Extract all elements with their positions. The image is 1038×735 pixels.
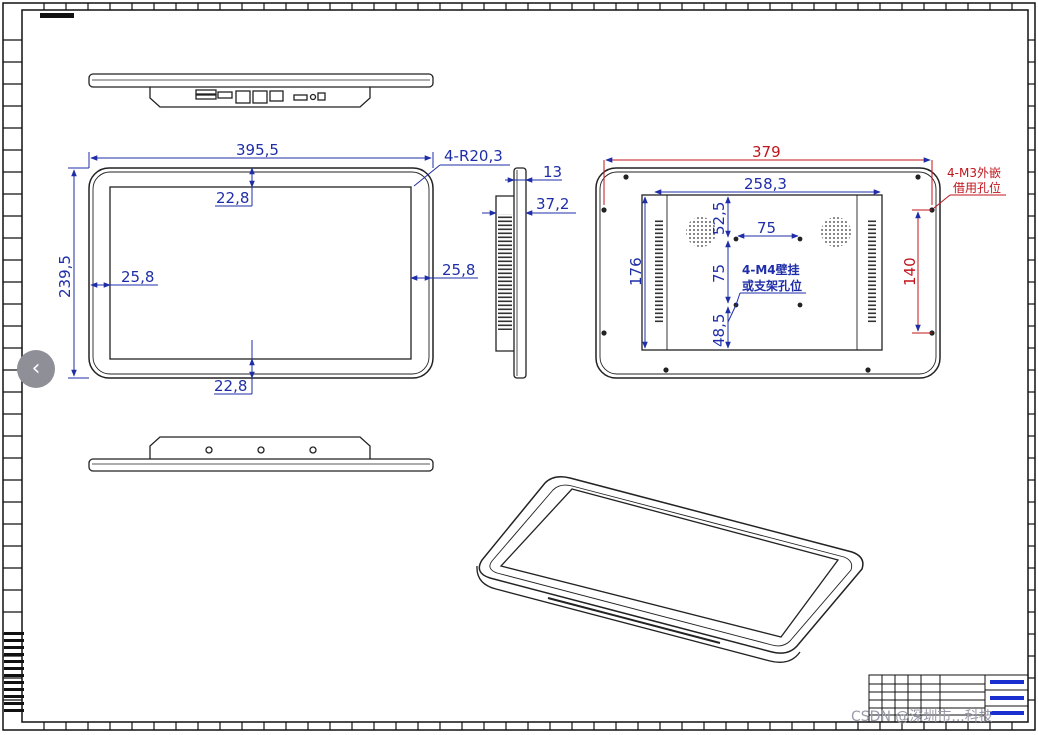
isometric-view: [476, 476, 864, 663]
dim-vesa-bottom-offset: 48,5: [710, 314, 728, 347]
revision-blocks: [4, 632, 24, 712]
dim-vesa-horizontal: 75: [757, 219, 776, 237]
dim-rear-hole-spacing: 140: [901, 257, 919, 286]
dim-vesa-top-offset: 52,5: [710, 202, 728, 235]
prev-image-button[interactable]: ‹: [17, 350, 55, 388]
note-m3-line1: 4-M3外嵌: [947, 166, 1001, 180]
rear-dimension-lines: [642, 189, 881, 349]
side-dimension-lines: [482, 177, 576, 216]
note-m3-line2: 借用孔位: [953, 180, 1001, 195]
dim-side-depth: 37,2: [536, 195, 569, 213]
note-vesa-line2: 或支架孔位: [742, 278, 802, 293]
dim-front-height: 239,5: [56, 255, 74, 298]
dim-rear-inner-width: 258,3: [744, 175, 787, 193]
dim-front-width: 395,5: [236, 141, 279, 159]
title-block: [868, 674, 1029, 723]
front-view: [88, 167, 434, 379]
dim-corner-radius: 4-R20,3: [444, 147, 503, 165]
side-view: [495, 167, 527, 379]
chevron-left-icon: ‹: [31, 356, 41, 381]
frame-corner-mark: [40, 13, 74, 18]
dim-bezel-right: 25,8: [442, 261, 475, 279]
rear-red-dimension-lines: [603, 157, 1006, 334]
top-view: [88, 73, 434, 108]
watermark: CSDN @深圳市...科技: [851, 708, 993, 725]
dim-bezel-left: 25,8: [121, 268, 154, 286]
dim-bezel-top: 22,8: [216, 189, 249, 207]
rear-view: [595, 167, 941, 379]
dim-side-thickness: 13: [543, 163, 562, 181]
frame-ticks: [3, 3, 1035, 730]
dim-bezel-bottom: 22,8: [214, 377, 247, 395]
front-dimension-lines: [68, 152, 510, 395]
note-vesa-line1: 4-M4壁挂: [742, 262, 800, 277]
dim-vesa-vertical: 75: [710, 264, 728, 283]
bottom-view: [88, 436, 434, 472]
dim-rear-inner-height: 176: [627, 257, 645, 286]
dim-rear-width: 379: [752, 143, 781, 161]
